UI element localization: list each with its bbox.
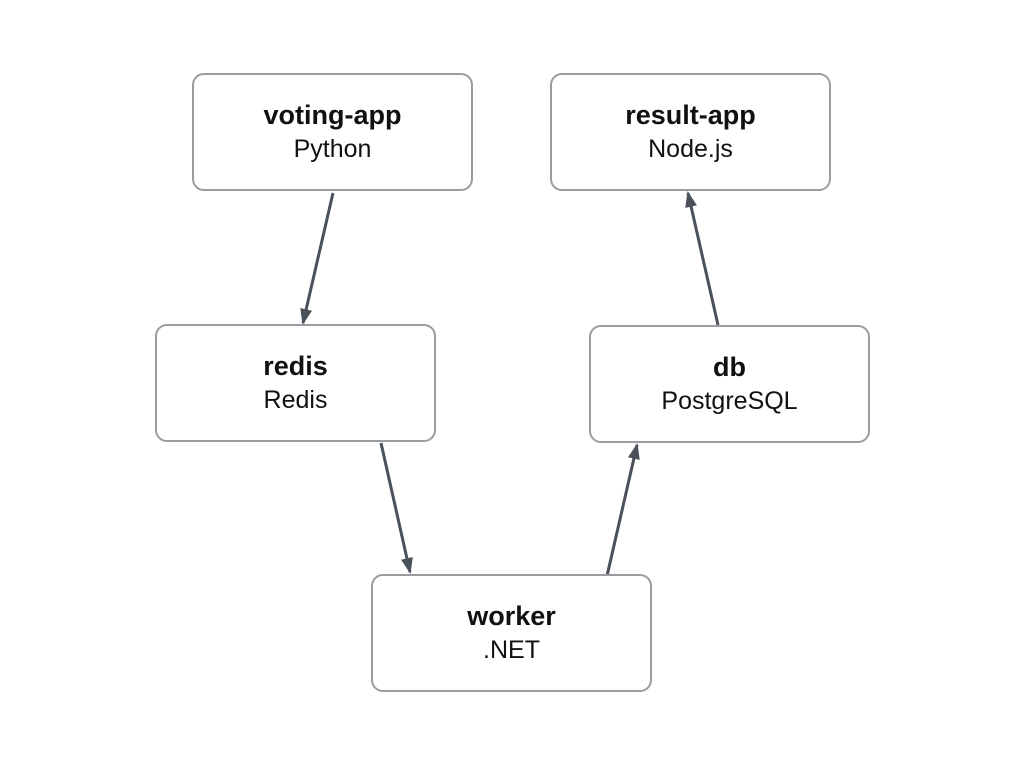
edge-db-to-result-app-arrow (685, 191, 720, 326)
edge-worker-to-db-arrow (605, 443, 640, 577)
node-title: result-app (625, 100, 756, 131)
edge-redis-to-worker-arrow (379, 442, 413, 574)
node-title: db (713, 352, 746, 383)
node-subtitle: PostgreSQL (661, 387, 798, 416)
node-result-app: result-app Node.js (550, 73, 831, 191)
node-title: worker (467, 601, 556, 632)
node-subtitle: .NET (483, 636, 540, 665)
node-subtitle: Node.js (648, 135, 733, 164)
node-title: voting-app (263, 100, 402, 131)
node-subtitle: Python (293, 135, 372, 164)
node-subtitle: Redis (263, 386, 328, 415)
node-db: db PostgreSQL (589, 325, 870, 443)
node-redis: redis Redis (155, 324, 436, 442)
node-worker: worker .NET (371, 574, 652, 692)
edge-voting-app-to-redis-arrow (300, 192, 335, 325)
node-voting-app: voting-app Python (192, 73, 473, 191)
node-title: redis (263, 351, 328, 382)
